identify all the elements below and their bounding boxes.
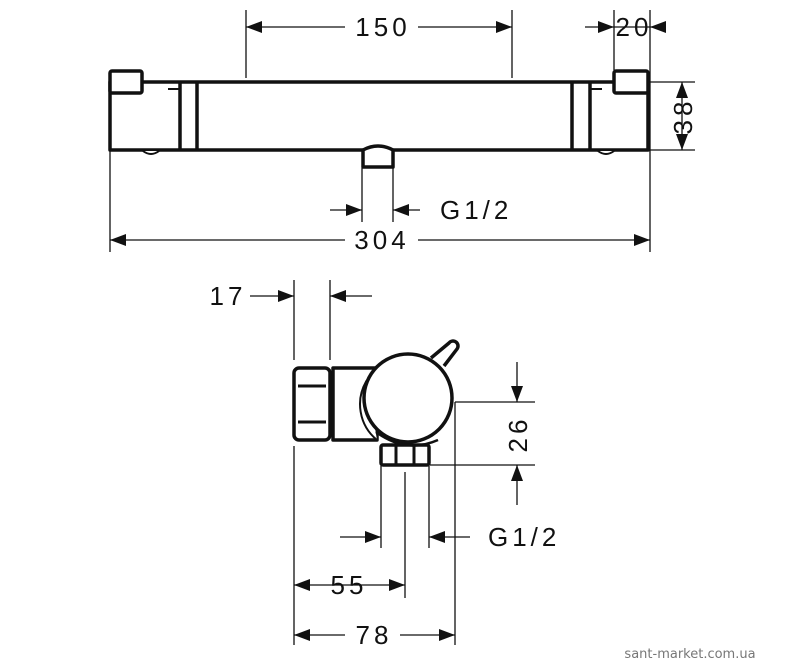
dim-78-label: 78	[356, 620, 393, 650]
dim-38-label: 38	[668, 98, 698, 135]
dim-150-label: 150	[355, 12, 410, 42]
side-view-body	[292, 339, 460, 467]
watermark: sant-market.com.ua	[624, 647, 755, 662]
top-view-body	[108, 69, 650, 169]
dim-g12-side-label: G1/2	[488, 522, 560, 552]
dim-26-label: 26	[503, 416, 533, 453]
dimension-lines-top	[109, 10, 695, 252]
dim-304-label: 304	[354, 225, 409, 255]
dimension-lines-side	[250, 280, 535, 645]
dim-17-label: 17	[210, 281, 247, 311]
dim-20-label: 20	[616, 12, 653, 42]
dim-55-label: 55	[331, 570, 368, 600]
dim-g12-top-label: G1/2	[440, 195, 512, 225]
